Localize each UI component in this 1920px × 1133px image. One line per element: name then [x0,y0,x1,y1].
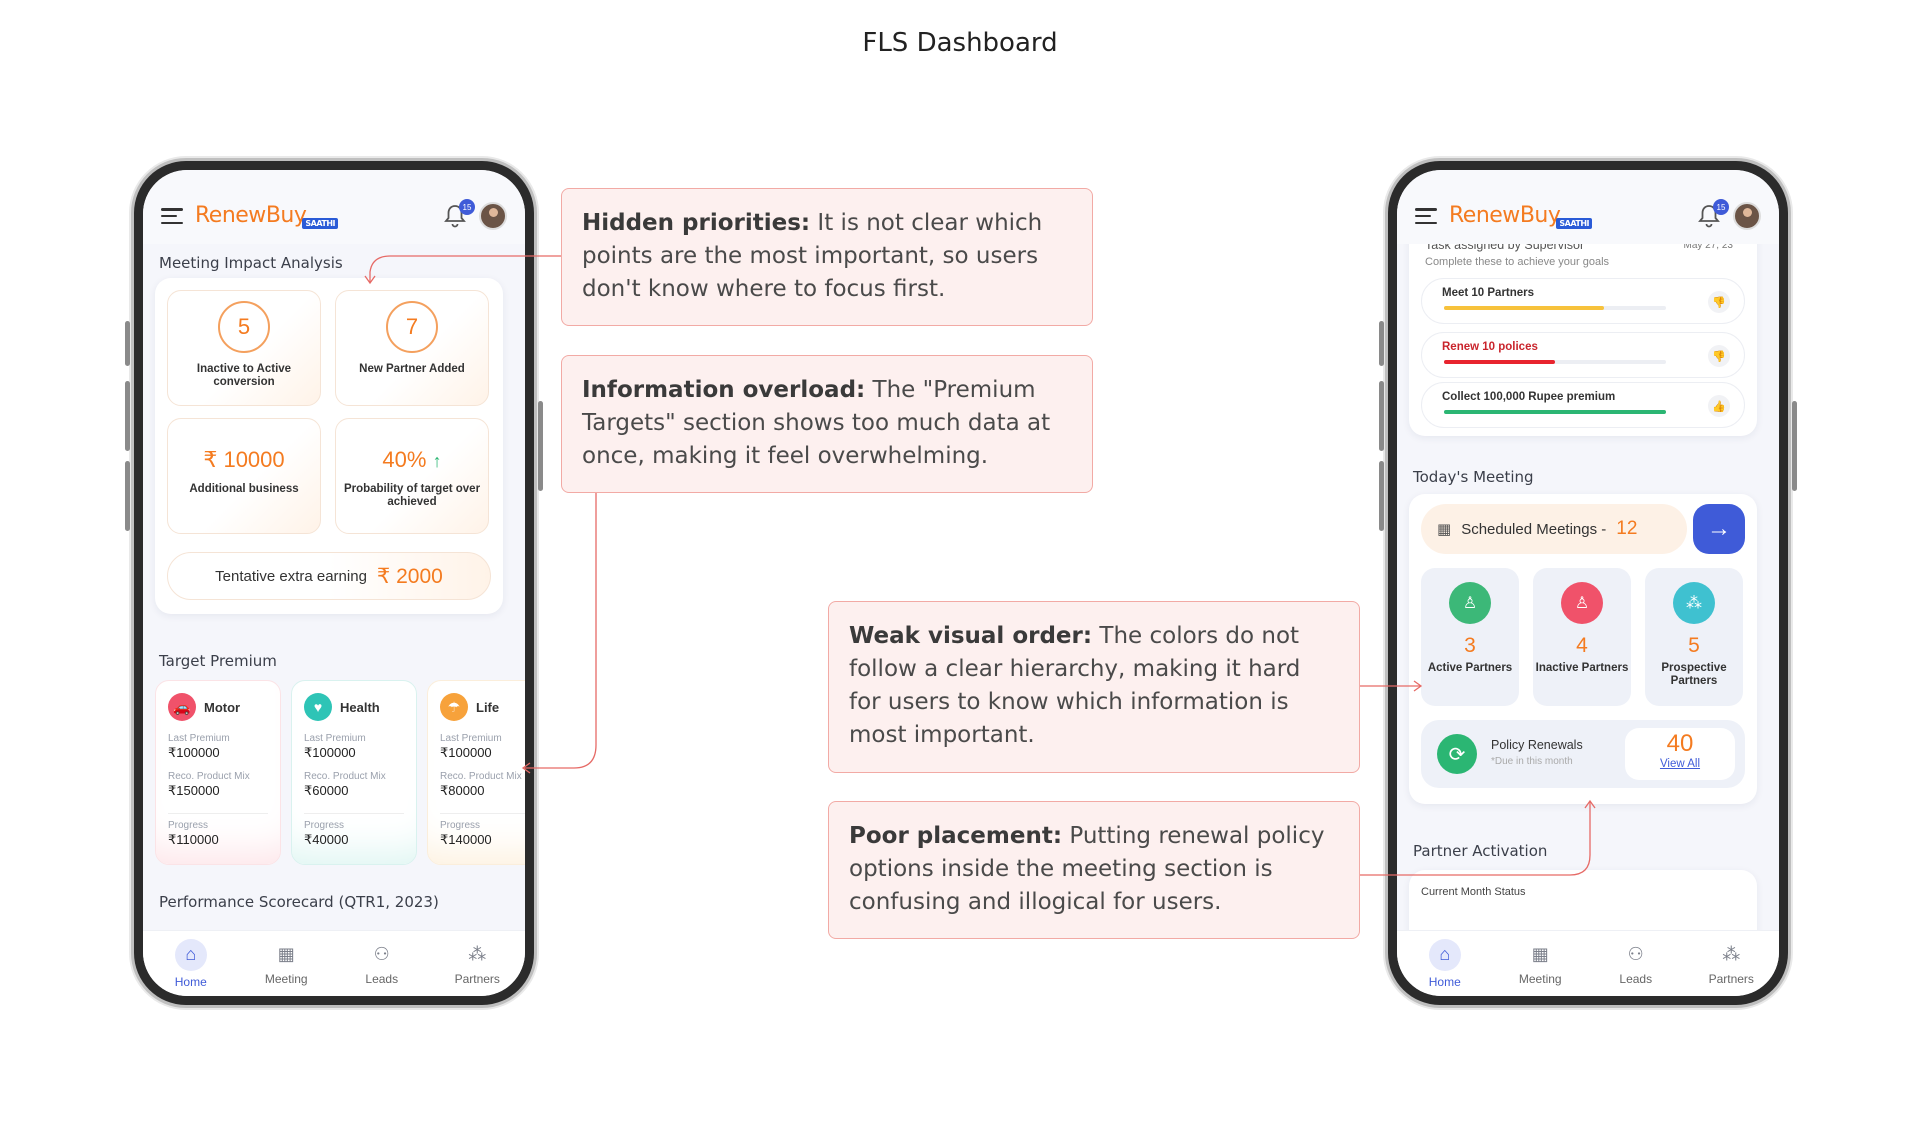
callout-poor-placement: Poor placement: Putting renewal policy o… [828,801,1360,939]
scheduled-meetings[interactable]: ▦ Scheduled Meetings - 12 [1421,504,1687,554]
home-icon: ⌂ [174,938,207,971]
todays-meeting-card: ▦ Scheduled Meetings - 12 → ♙ 3 Active P… [1409,494,1757,804]
tab-partners[interactable]: ⁂Partners [437,942,517,986]
tentative-earning: Tentative extra earning ₹ 2000 [167,552,491,600]
thumbs-down-icon[interactable]: 👎 [1708,291,1730,313]
tab-home[interactable]: ⌂Home [151,938,231,989]
task-card: Task assigned by Supervisor May 27, 23 C… [1409,210,1757,436]
person-icon: ♙ [1449,582,1491,624]
avatar[interactable] [479,202,507,230]
task-subtitle: Complete these to achieve your goals [1425,256,1610,268]
tab-leads[interactable]: ⚇Leads [1596,942,1676,986]
partners-icon: ⁂ [468,944,487,964]
notification-bell-icon[interactable]: 15 [1697,199,1729,229]
partners-icon: ⁂ [1722,944,1741,964]
partner-tile-inactive[interactable]: ♙ 4 Inactive Partners [1533,568,1631,706]
avatar[interactable] [1733,202,1761,230]
renewbuy-logo: RenewBuySAATHI [1449,203,1593,229]
refresh-icon: ⟳ [1437,734,1477,774]
tab-leads[interactable]: ⚇Leads [342,942,422,986]
calendar-icon: ▦ [277,944,295,964]
app-bar: RenewBuySAATHI 15 [143,170,525,244]
tab-partners[interactable]: ⁂Partners [1691,942,1771,986]
impact-tile-additional-business[interactable]: ₹ 10000 Additional business [167,418,321,534]
arrow-up-icon: ↑ [432,451,442,471]
page-title: FLS Dashboard [862,28,1058,58]
arrow-right-icon[interactable]: → [1693,504,1745,554]
meeting-impact-title: Meeting Impact Analysis [159,254,343,272]
premium-card-health[interactable]: ♥Health Last Premium ₹100000 Reco. Produ… [291,680,417,865]
callout-information-overload: Information overload: The "Premium Targe… [561,355,1093,493]
todays-meeting-title: Today's Meeting [1413,468,1534,486]
task-progress-fill [1444,306,1604,310]
meeting-impact-card: 5 Inactive to Active conversion 7 New Pa… [155,278,503,614]
tab-home[interactable]: ⌂Home [1405,938,1485,989]
impact-tile-inactive-active[interactable]: 5 Inactive to Active conversion [167,290,321,406]
notification-bell-icon[interactable]: 15 [443,199,475,229]
tab-meeting[interactable]: ▦Meeting [1500,942,1580,986]
view-all-link[interactable]: View All [1659,758,1701,770]
task-item[interactable]: Renew 10 polices 👎 [1421,332,1745,378]
bottom-tab-bar: ⌂Home ▦Meeting ⚇Leads ⁂Partners [1397,930,1779,996]
group-icon: ⁂ [1673,582,1715,624]
task-date: May 27, 23 [1683,240,1733,251]
right-phone: RenewBuySAATHI 15 Task assigned by Super… [1379,161,1797,1005]
premium-card-motor[interactable]: 🚗Motor Last Premium ₹100000 Reco. Produc… [155,680,281,865]
leads-icon: ⚇ [373,944,390,964]
premium-card-life[interactable]: ☂Life Last Premium ₹100000 Reco. Product… [427,680,525,865]
leads-icon: ⚇ [1627,944,1644,964]
person-icon: ♙ [1561,582,1603,624]
tab-meeting[interactable]: ▦Meeting [246,942,326,986]
left-phone: RenewBuySAATHI 15 Meeting Impact Analysi… [125,161,543,1005]
current-month-status: Current Month Status [1421,886,1526,898]
right-screen: RenewBuySAATHI 15 Task assigned by Super… [1397,170,1779,996]
family-icon: ☂ [440,693,468,721]
callout-hidden-priorities: Hidden priorities: It is not clear which… [561,188,1093,326]
left-screen: RenewBuySAATHI 15 Meeting Impact Analysi… [143,170,525,996]
partner-tile-active[interactable]: ♙ 3 Active Partners [1421,568,1519,706]
task-progress-fill [1444,360,1555,364]
app-bar: RenewBuySAATHI 15 [1397,170,1779,244]
partner-activation-title: Partner Activation [1413,842,1548,860]
notification-badge: 15 [1713,199,1729,215]
connector-information-overload [524,493,597,769]
scorecard-title: Performance Scorecard (QTR1, 2023) [159,893,439,911]
callout-weak-visual-order: Weak visual order: The colors do not fol… [828,601,1360,773]
calendar-icon: ▦ [1531,944,1549,964]
menu-icon[interactable] [161,208,183,224]
thumbs-up-icon[interactable]: 👍 [1708,395,1730,417]
notification-badge: 15 [459,199,475,215]
task-progress-fill [1444,410,1666,414]
menu-icon[interactable] [1415,208,1437,224]
task-item[interactable]: Collect 100,000 Rupee premium 👍 [1421,382,1745,428]
calendar-icon: ▦ [1437,521,1452,538]
car-icon: 🚗 [168,693,196,721]
partner-tile-prospective[interactable]: ⁂ 5 Prospective Partners [1645,568,1743,706]
bottom-tab-bar: ⌂Home ▦Meeting ⚇Leads ⁂Partners [143,930,525,996]
impact-tile-probability[interactable]: 40% ↑ Probability of target over achieve… [335,418,489,534]
target-premium-cards: 🚗Motor Last Premium ₹100000 Reco. Produc… [155,680,525,870]
policy-renewals: ⟳ Policy Renewals *Due in this month 40 … [1421,720,1745,788]
impact-tile-new-partner[interactable]: 7 New Partner Added [335,290,489,406]
heart-icon: ♥ [304,693,332,721]
task-item[interactable]: Meet 10 Partners 👎 [1421,278,1745,324]
renewbuy-logo: RenewBuySAATHI [195,203,339,229]
home-icon: ⌂ [1428,938,1461,971]
target-premium-title: Target Premium [159,652,277,670]
thumbs-down-icon[interactable]: 👎 [1708,345,1730,367]
